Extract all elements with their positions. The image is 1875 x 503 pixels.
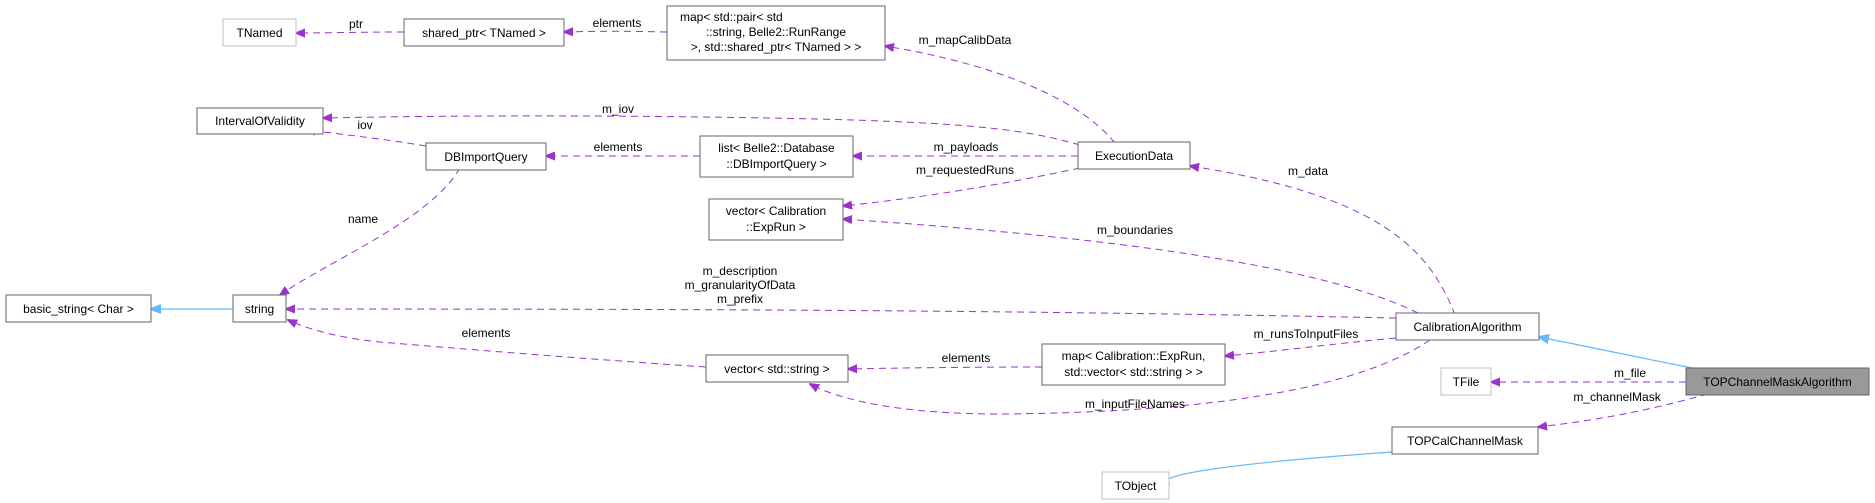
edge-m-requestedRuns bbox=[843, 167, 1081, 206]
edge-label-iov: iov bbox=[357, 118, 372, 132]
edge-label-m-requestedRuns: m_requestedRuns bbox=[916, 163, 1014, 177]
svg-text:TFile: TFile bbox=[1453, 375, 1480, 389]
edge-label-m-boundaries: m_boundaries bbox=[1097, 223, 1173, 237]
svg-text:TNamed: TNamed bbox=[236, 26, 282, 40]
node-dbimport[interactable]: DBImportQuery bbox=[425, 142, 547, 171]
edge-m-inputFileNames bbox=[810, 339, 1431, 415]
node-string[interactable]: string bbox=[232, 294, 287, 323]
edge-label-m-description: m_description bbox=[703, 264, 778, 278]
node-topmask-alg[interactable]: TOPChannelMaskAlgorithm bbox=[1685, 367, 1870, 396]
svg-text:vector< Calibration: vector< Calibration bbox=[726, 204, 826, 218]
svg-text:map< std::pair< std: map< std::pair< std bbox=[680, 10, 783, 24]
svg-text:>, std::shared_ptr< TNamed > >: >, std::shared_ptr< TNamed > > bbox=[691, 40, 862, 54]
edge-elements-shared bbox=[564, 31, 668, 32]
edge-label-elements-string: elements bbox=[462, 326, 511, 340]
edge-label-elements-vec: elements bbox=[942, 351, 991, 365]
edge-label-name: name bbox=[348, 212, 378, 226]
edge-ptr bbox=[296, 32, 405, 33]
edge-label-m-file: m_file bbox=[1614, 366, 1646, 380]
node-iov[interactable]: IntervalOfValidity bbox=[196, 107, 324, 135]
edge-inherit-tobject bbox=[1167, 451, 1393, 484]
svg-text:map< Calibration::ExpRun,: map< Calibration::ExpRun, bbox=[1062, 349, 1206, 363]
edge-label-m-data: m_data bbox=[1288, 164, 1328, 178]
edge-elements-vec bbox=[848, 367, 1043, 369]
edge-m-mapCalibData bbox=[885, 46, 1116, 144]
svg-text:::DBImportQuery >: ::DBImportQuery > bbox=[726, 157, 826, 171]
nodes: TNamed shared_ptr< TNamed > map< std::pa… bbox=[5, 5, 1870, 500]
node-tobject[interactable]: TObject bbox=[1101, 471, 1170, 500]
node-map-exprun[interactable]: map< Calibration::ExpRun, std::vector< s… bbox=[1041, 343, 1226, 386]
edge-label-ptr: ptr bbox=[349, 17, 363, 31]
node-basic-string[interactable]: basic_string< Char > bbox=[5, 294, 152, 323]
edge-label-m-runsToInputFiles: m_runsToInputFiles bbox=[1254, 327, 1359, 341]
svg-text:::string, Belle2::RunRange: ::string, Belle2::RunRange bbox=[706, 25, 846, 39]
node-vector-string[interactable]: vector< std::string > bbox=[705, 354, 849, 383]
edge-name bbox=[280, 167, 461, 295]
svg-text:basic_string< Char >: basic_string< Char > bbox=[23, 302, 134, 316]
node-execdata[interactable]: ExecutionData bbox=[1077, 141, 1191, 170]
svg-text:std::vector< std::string > >: std::vector< std::string > > bbox=[1064, 365, 1202, 379]
node-calibalg[interactable]: CalibrationAlgorithm bbox=[1395, 312, 1540, 341]
edge-elements-string bbox=[288, 320, 707, 368]
svg-text:vector< std::string >: vector< std::string > bbox=[724, 362, 829, 376]
edge-label-m-channelMask: m_channelMask bbox=[1573, 390, 1661, 404]
svg-text:::ExpRun >: ::ExpRun > bbox=[746, 220, 806, 234]
edge-m-description bbox=[286, 309, 1397, 319]
edge-label-m-prefix: m_prefix bbox=[717, 292, 763, 306]
node-tfile[interactable]: TFile bbox=[1440, 367, 1492, 396]
svg-text:TOPChannelMaskAlgorithm: TOPChannelMaskAlgorithm bbox=[1703, 375, 1852, 389]
edge-m-channelMask bbox=[1538, 393, 1709, 427]
svg-text:list< Belle2::Database: list< Belle2::Database bbox=[718, 141, 835, 155]
edge-inherit-calibalg bbox=[1539, 337, 1709, 372]
edge-label-elements-shared: elements bbox=[593, 16, 642, 30]
edge-m-runsToInputFiles bbox=[1225, 337, 1397, 356]
edge-m-iov bbox=[323, 116, 1081, 146]
edge-label-m-granularityOfData: m_granularityOfData bbox=[685, 278, 796, 292]
node-tnamed[interactable]: TNamed bbox=[222, 18, 297, 47]
svg-text:ExecutionData: ExecutionData bbox=[1095, 149, 1173, 163]
edge-label-elements-list: elements bbox=[594, 140, 643, 154]
svg-text:TOPCalChannelMask: TOPCalChannelMask bbox=[1407, 434, 1524, 448]
svg-text:string: string bbox=[245, 302, 274, 316]
edges: ptr elements m_mapCalibData m_iov iov el… bbox=[151, 16, 1709, 484]
node-map-calib[interactable]: map< std::pair< std ::string, Belle2::Ru… bbox=[666, 5, 886, 61]
node-shared-ptr[interactable]: shared_ptr< TNamed > bbox=[403, 18, 565, 47]
edge-iov bbox=[306, 130, 427, 147]
edge-label-m-payloads: m_payloads bbox=[934, 140, 999, 154]
svg-text:DBImportQuery: DBImportQuery bbox=[444, 150, 527, 164]
edge-label-m-inputFileNames: m_inputFileNames bbox=[1085, 397, 1185, 411]
edge-label-m-mapCalibData: m_mapCalibData bbox=[919, 33, 1012, 47]
svg-text:TObject: TObject bbox=[1115, 479, 1157, 493]
edge-label-m-iov: m_iov bbox=[602, 102, 634, 116]
node-topcal[interactable]: TOPCalChannelMask bbox=[1391, 426, 1539, 455]
svg-text:shared_ptr< TNamed >: shared_ptr< TNamed > bbox=[422, 26, 546, 40]
edge-m-data bbox=[1190, 166, 1456, 316]
svg-text:IntervalOfValidity: IntervalOfValidity bbox=[215, 114, 305, 128]
node-list-db[interactable]: list< Belle2::Database ::DBImportQuery > bbox=[699, 135, 854, 178]
svg-text:CalibrationAlgorithm: CalibrationAlgorithm bbox=[1413, 320, 1521, 334]
node-vector-exprun[interactable]: vector< Calibration ::ExpRun > bbox=[708, 198, 844, 241]
